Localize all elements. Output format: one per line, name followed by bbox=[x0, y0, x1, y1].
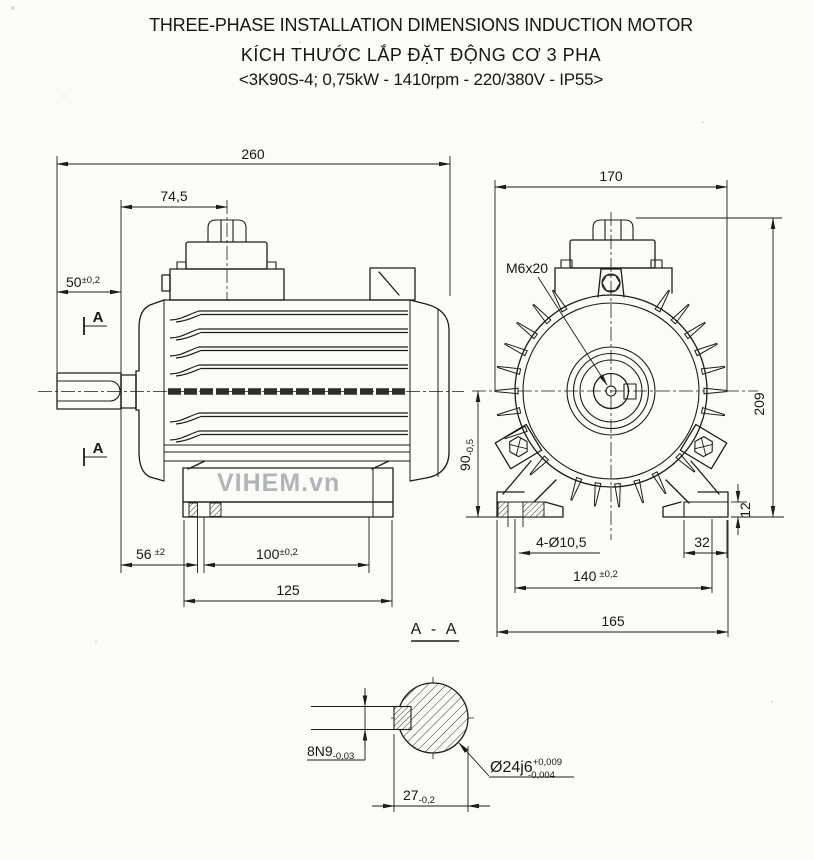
dim-165-label: 165 bbox=[601, 613, 625, 629]
title-line-1: THREE-PHASE INSTALLATION DIMENSIONS INDU… bbox=[149, 15, 693, 35]
chamfer-mark bbox=[378, 271, 400, 296]
box-bolt-right bbox=[266, 261, 277, 270]
bolt-holes-label: 4-Ø10,5 bbox=[536, 534, 587, 550]
tap-hole-m6 bbox=[605, 385, 617, 397]
box-bolt-left bbox=[176, 261, 187, 270]
cooling-fins-side bbox=[169, 310, 408, 443]
terminal-box-side bbox=[161, 219, 416, 301]
box-bolt bbox=[650, 259, 663, 269]
section-mark-a-bottom: A bbox=[93, 440, 104, 457]
front-view-dimensions: 170 209 90-0,5 12 32 4-Ø10,5 140± bbox=[457, 168, 784, 637]
dim-32-label: 32 bbox=[694, 534, 710, 550]
side-view: A A 260 74,5 50±0,2 56±2 100±0,2 bbox=[38, 146, 464, 607]
section-mark-a-top: A bbox=[93, 309, 104, 326]
front-view: M6x20 170 209 90-0,5 12 32 bbox=[457, 168, 784, 637]
key-flat-dim-label: 27-0,2 bbox=[403, 787, 435, 806]
lifting-boss bbox=[369, 267, 416, 301]
shaft-dia-label: Ø24j6+0,009-0,004 bbox=[490, 757, 562, 781]
tap-hole-leader bbox=[537, 276, 608, 386]
title-line-2: KÍCH THƯỚC LẮP ĐẶT ĐỘNG CƠ 3 PHA bbox=[241, 44, 601, 65]
shaft bbox=[56, 372, 137, 410]
title-line-3: <3K90S-4; 0,75kW - 1410rpm - 220/380V - … bbox=[239, 70, 604, 89]
foot-side bbox=[182, 460, 394, 518]
section-plane-marks: A A bbox=[83, 309, 107, 466]
dim-209-label: 209 bbox=[751, 392, 767, 416]
body-circles bbox=[514, 294, 708, 488]
dim-140-label: 140±0,2 bbox=[573, 568, 618, 584]
dim-125-label: 125 bbox=[276, 582, 300, 598]
mounting-lug-right bbox=[679, 423, 728, 470]
dim-170-label: 170 bbox=[599, 168, 623, 184]
keyway-slot bbox=[623, 383, 637, 400]
terminal-box-front bbox=[554, 219, 673, 294]
dim-56-label: 56±2 bbox=[136, 546, 165, 562]
dim-100-label: 100±0,2 bbox=[256, 546, 298, 562]
motor-body bbox=[135, 299, 450, 482]
key-section bbox=[393, 705, 412, 731]
shaft-dia-leader bbox=[458, 742, 490, 777]
feet-front bbox=[496, 460, 729, 518]
cooling-fins-front bbox=[494, 289, 728, 508]
title-block: THREE-PHASE INSTALLATION DIMENSIONS INDU… bbox=[149, 15, 693, 89]
dim-260-label: 260 bbox=[241, 146, 265, 162]
scan-noise bbox=[11, 6, 773, 703]
side-view-dimensions: 260 74,5 50±0,2 56±2 100±0,2 125 bbox=[56, 146, 451, 607]
tap-hole-label: M6x20 bbox=[506, 260, 548, 276]
section-a-a: A - A 8N9-0,03 Ø24j6+0,009-0,004 27-0,2 bbox=[307, 621, 574, 812]
mounting-lug-top bbox=[597, 268, 625, 298]
foot-bolt-boss-hatch bbox=[188, 502, 198, 517]
box-bolt bbox=[560, 259, 573, 269]
mounting-lug-left bbox=[494, 423, 543, 470]
foot-bolt-boss-hatch bbox=[209, 502, 222, 517]
key-width-label: 8N9-0,03 bbox=[307, 743, 354, 762]
section-title: A - A bbox=[411, 621, 460, 638]
dim-12-label: 12 bbox=[737, 502, 753, 518]
dim-90-label: 90-0,5 bbox=[457, 439, 476, 471]
watermark: VIHEM.vn bbox=[217, 469, 340, 497]
shaft-end bbox=[592, 372, 630, 410]
dim-74-5-label: 74,5 bbox=[160, 188, 187, 204]
dim-50-label: 50±0,2 bbox=[66, 274, 100, 290]
